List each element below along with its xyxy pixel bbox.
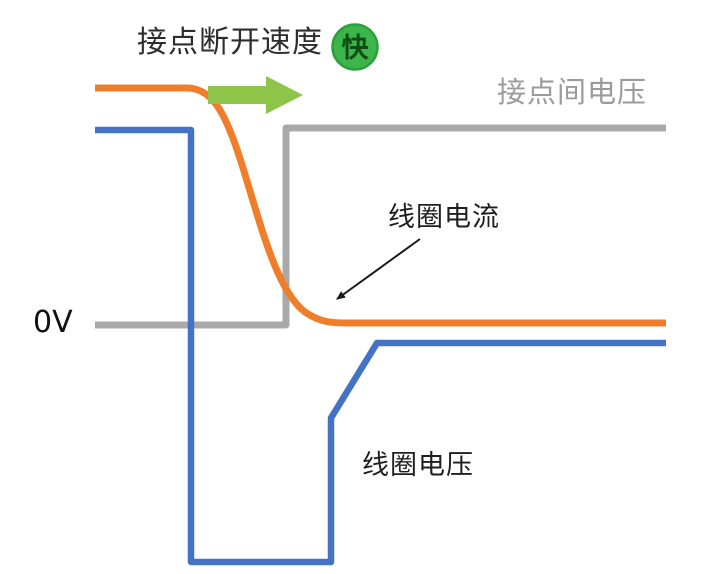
zero-volt-label: 0V bbox=[33, 305, 73, 340]
contact-voltage-line bbox=[95, 124, 666, 329]
coil-current-line bbox=[95, 84, 666, 327]
diagram-title: 接点断开速度 bbox=[137, 25, 323, 60]
coil-voltage-label: 线圈电压 bbox=[362, 450, 474, 481]
coil-current-label: 线圈电流 bbox=[388, 202, 500, 233]
fast-badge-label: 快 bbox=[342, 33, 370, 64]
contact-voltage-label: 接点间电压 bbox=[497, 75, 648, 109]
coil-current-pointer-arrow bbox=[336, 238, 421, 300]
fast-badge-circle bbox=[331, 23, 379, 71]
coil-voltage-line bbox=[95, 126, 666, 566]
fast-badge: 快 bbox=[331, 23, 379, 71]
speed-arrow-icon bbox=[208, 76, 303, 114]
